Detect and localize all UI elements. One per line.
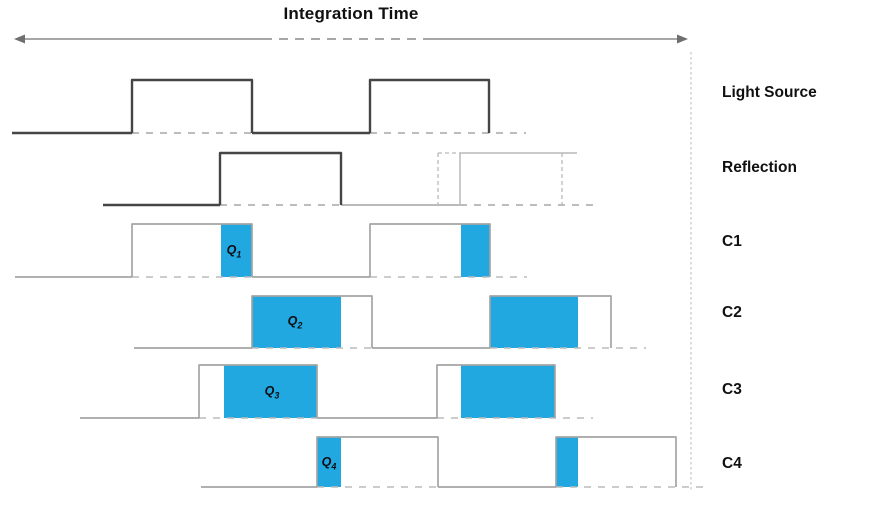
charge-region-c4-2	[556, 437, 578, 487]
signal-reflection	[103, 151, 598, 207]
q-label-c3: Q3	[265, 384, 280, 401]
charge-region-c3-2	[461, 365, 555, 418]
pulse	[218, 151, 343, 205]
pulse	[130, 78, 254, 133]
signal-c2: Q2	[134, 295, 646, 349]
signal-light-source	[12, 78, 526, 135]
pulse	[368, 78, 491, 133]
row-label-light-source: Light Source	[722, 84, 817, 101]
charge-region-c2-1	[252, 296, 341, 348]
row-label-c3: C3	[722, 381, 742, 398]
pulse	[369, 223, 491, 277]
charge-region-c4-1	[317, 437, 341, 487]
q-label-c1: Q1	[227, 243, 242, 260]
charge-region-c1-2	[461, 224, 490, 277]
arrow-head-right-icon	[677, 34, 688, 44]
row-label-c2: C2	[722, 304, 742, 321]
pulse	[251, 295, 373, 348]
row-label-c1: C1	[722, 233, 742, 250]
signal-c3: Q3	[80, 364, 593, 419]
pulse	[555, 436, 677, 487]
integration-time-arrow	[14, 34, 688, 44]
pulse	[436, 364, 556, 418]
arrow-head-left-icon	[14, 34, 25, 44]
pulse	[316, 436, 439, 487]
charge-region-c3-1	[224, 365, 317, 418]
integration-time-label: Integration Time	[283, 4, 419, 23]
pulse	[489, 295, 612, 348]
q-label-c2: Q2	[288, 314, 303, 331]
row-label-reflection: Reflection	[722, 159, 797, 176]
signal-c4: Q4	[201, 436, 709, 488]
q-label-c4: Q4	[322, 455, 337, 472]
row-label-c4: C4	[722, 455, 742, 472]
charge-region-c1-1	[221, 224, 252, 277]
pulse	[131, 223, 253, 277]
charge-region-c2-2	[490, 296, 578, 348]
signal-c1: Q1	[15, 223, 527, 278]
pulse	[198, 364, 318, 418]
